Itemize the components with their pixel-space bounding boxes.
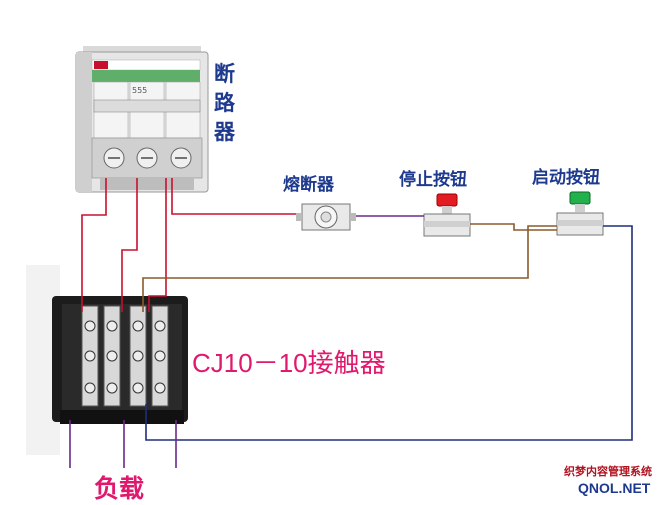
wire-red-3 (148, 178, 167, 312)
wire-red-to-fuse (171, 178, 296, 215)
start-button-label: 启动按钮 (532, 168, 600, 188)
wires (69, 178, 633, 468)
contactor-label: CJ10－10接触器 (192, 348, 386, 378)
breaker-face-text: 555 (132, 86, 147, 95)
start-button-cap (569, 191, 591, 205)
wire-brown-return (142, 225, 557, 312)
stop-button-label: 停止按钮 (399, 170, 467, 190)
wire-red-2 (121, 178, 138, 312)
wire-red-1 (81, 178, 107, 312)
stop-button-cap (436, 193, 458, 207)
fuse (296, 203, 356, 231)
wire-navy-loop (145, 225, 633, 441)
circuit-breaker (75, 46, 209, 193)
breaker-label: 断路器 (214, 62, 235, 144)
watermark-cn: 织梦内容管理系统 (564, 463, 652, 479)
watermark-en: QNOL.NET (578, 480, 651, 496)
fuse-label: 熔断器 (283, 175, 334, 195)
start-button (556, 191, 604, 236)
load-label: 负载 (94, 474, 145, 503)
contactor (52, 296, 188, 424)
wire-stop-to-start (470, 223, 557, 231)
stop-button (423, 193, 471, 237)
